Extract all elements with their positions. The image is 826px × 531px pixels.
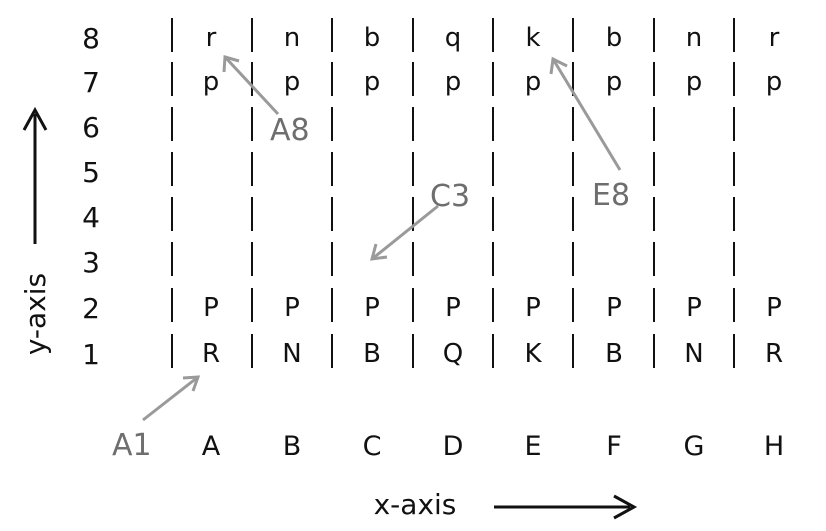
callout-line-a1 xyxy=(142,375,199,422)
file-label: C xyxy=(363,431,382,462)
piece-e8: k xyxy=(525,23,540,53)
file-label: A xyxy=(202,431,221,462)
rank-label: 6 xyxy=(82,111,100,144)
piece-f7: p xyxy=(606,67,623,97)
x-axis: x-axis xyxy=(374,488,638,521)
rank-label: 4 xyxy=(82,201,100,234)
piece-f8: b xyxy=(606,23,623,53)
piece-b7: p xyxy=(284,67,301,97)
y-axis-label: y-axis xyxy=(19,273,52,355)
callout-arrowhead-a1 xyxy=(182,375,201,392)
piece-g2: P xyxy=(686,293,702,323)
piece-h8: r xyxy=(769,23,780,53)
piece-e7: p xyxy=(525,67,542,97)
rank-label: 5 xyxy=(82,156,100,189)
y-axis: y-axis xyxy=(19,106,52,355)
piece-h1: R xyxy=(765,339,783,369)
piece-a8: r xyxy=(206,23,217,53)
file-label: F xyxy=(606,431,622,462)
piece-c7: p xyxy=(364,67,381,97)
x-axis-label: x-axis xyxy=(374,488,457,521)
piece-b2: P xyxy=(284,293,300,323)
piece-d2: P xyxy=(445,293,461,323)
piece-d1: Q xyxy=(443,339,463,369)
column-separators xyxy=(171,18,735,368)
callout-line-a8 xyxy=(223,55,280,116)
rank-label: 1 xyxy=(82,338,100,371)
piece-c2: P xyxy=(364,293,380,323)
callout-label-e8: E8 xyxy=(592,178,630,213)
x-axis-arrow-head xyxy=(613,494,638,520)
callout-label-a8: A8 xyxy=(270,113,310,148)
rank-labels: 8 7 6 5 4 3 2 1 xyxy=(82,22,100,371)
file-label: B xyxy=(283,431,302,462)
piece-d7: p xyxy=(445,67,462,97)
square-callouts: A8 E8 C3 A1 xyxy=(112,55,630,463)
piece-g1: N xyxy=(684,339,703,369)
piece-g7: p xyxy=(686,67,703,97)
file-label: H xyxy=(764,431,784,462)
rank-label: 2 xyxy=(82,292,100,325)
file-label: D xyxy=(443,431,464,462)
piece-c8: b xyxy=(364,23,381,53)
piece-a7: p xyxy=(203,67,220,97)
piece-d8: q xyxy=(445,23,462,53)
rank-label: 8 xyxy=(82,22,100,55)
callout-label-c3: C3 xyxy=(430,179,470,214)
callout-arrowhead-e8 xyxy=(549,56,568,75)
rank-label: 3 xyxy=(82,246,100,279)
file-labels: A B C D E F G H xyxy=(202,431,784,462)
piece-f2: P xyxy=(606,293,622,323)
piece-a1: R xyxy=(202,339,220,369)
y-axis-arrow-head xyxy=(22,106,48,131)
piece-e2: P xyxy=(525,293,541,323)
callout-label-a1: A1 xyxy=(112,428,152,463)
piece-a2: P xyxy=(203,293,219,323)
rank-label: 7 xyxy=(82,66,100,99)
file-label: G xyxy=(684,431,705,462)
piece-b1: N xyxy=(282,339,301,369)
piece-e1: K xyxy=(524,339,542,369)
piece-g8: n xyxy=(686,23,702,53)
piece-c1: B xyxy=(363,339,381,369)
piece-b8: n xyxy=(284,23,300,53)
callout-arrowhead-a8 xyxy=(222,55,240,73)
piece-h7: p xyxy=(766,67,783,97)
callout-line-e8 xyxy=(551,58,622,171)
callout-line-c3 xyxy=(371,204,439,261)
callout-arrowhead-c3 xyxy=(369,243,388,261)
file-label: E xyxy=(524,431,541,462)
piece-h2: P xyxy=(766,293,782,323)
piece-f1: B xyxy=(605,339,623,369)
